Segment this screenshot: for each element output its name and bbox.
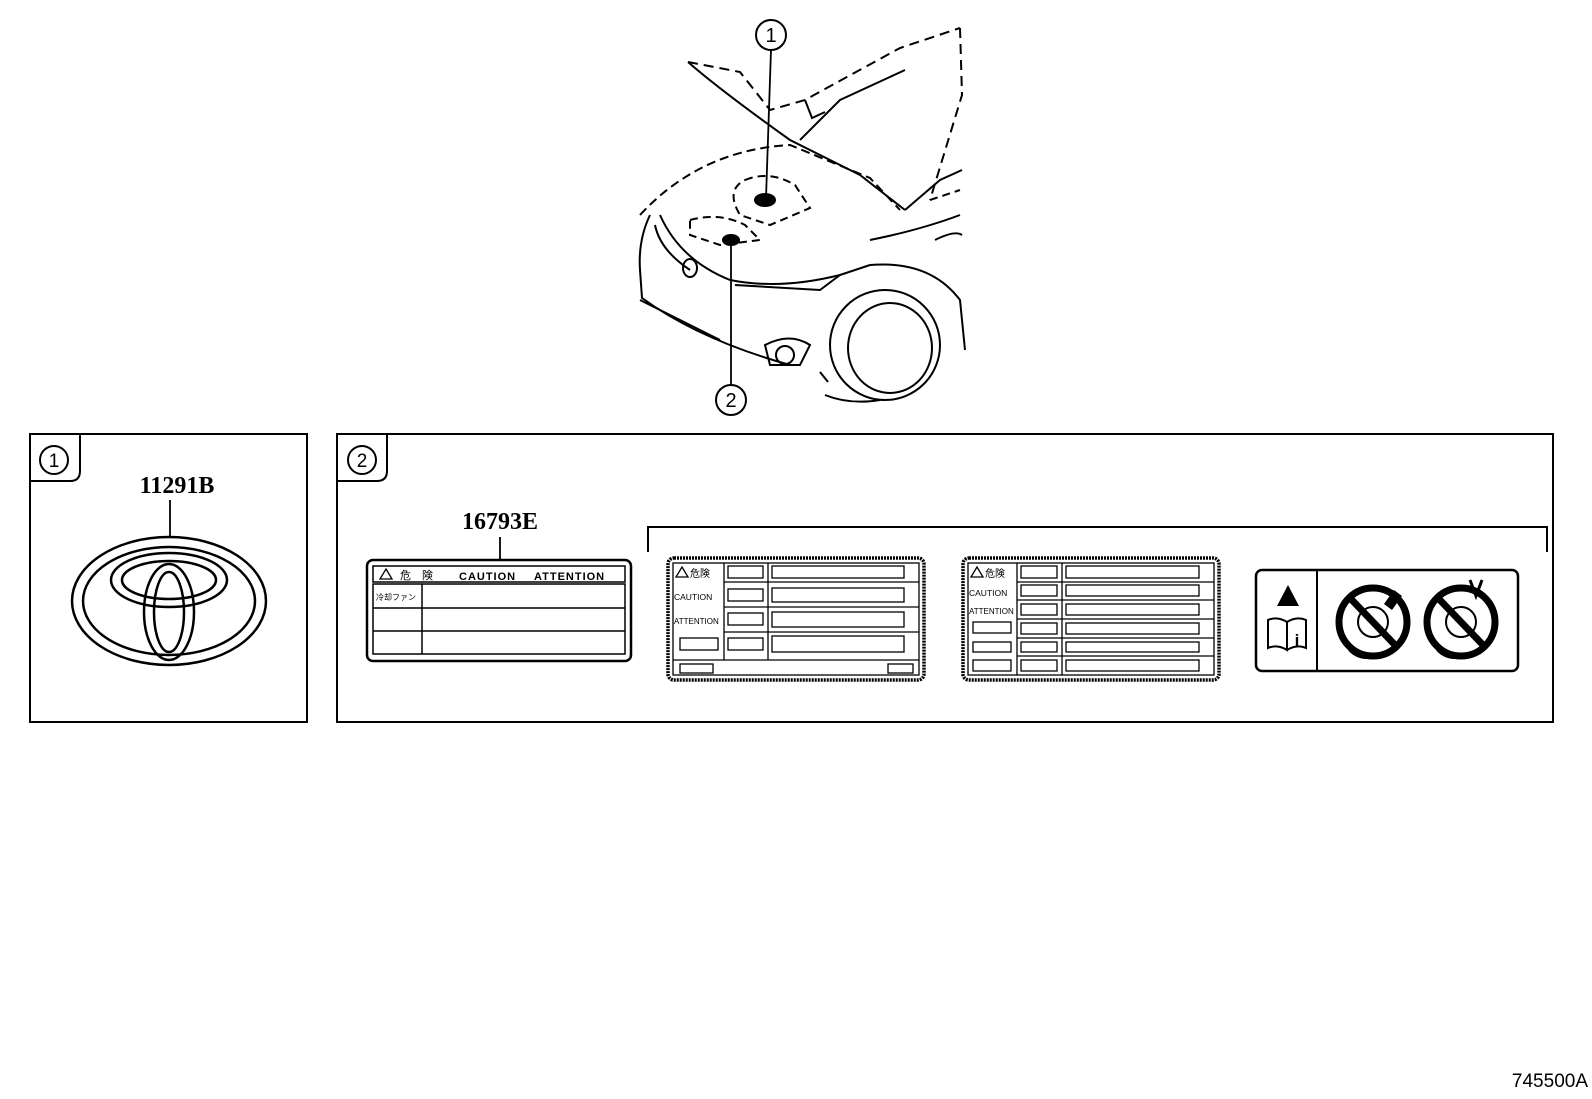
caution-label-3: 危険 CAUTION ATTENTION	[961, 556, 1221, 682]
label-1-danger: 危 険	[400, 569, 433, 582]
warning-triangle-icon	[378, 567, 394, 580]
label-1-fan: 冷却ファン	[376, 592, 416, 602]
no-hand-belt-icon	[1423, 579, 1499, 660]
callout-2-number: 2	[725, 390, 736, 412]
caution-label-1: 危 険 CAUTION ATTENTION 冷却ファン	[365, 558, 633, 663]
part-number-16793E: 16793E	[462, 509, 538, 535]
manual-book-icon	[1267, 617, 1307, 652]
box-2-tag: 2	[357, 451, 368, 472]
label-3-danger: 危険	[985, 568, 1005, 580]
callout-1-number: 1	[765, 25, 776, 47]
box-2-labels: 2 16793E	[336, 433, 1554, 723]
warning-triangle-icon	[969, 565, 985, 578]
caution-label-2: 危険 CAUTION ATTENTION	[666, 556, 926, 682]
label-3-caution: CAUTION	[969, 588, 1007, 598]
label-2-caution: CAUTION	[674, 592, 712, 602]
label-2-attention: ATTENTION	[674, 617, 719, 626]
emblem-icon	[70, 535, 268, 667]
car-front-illustration	[638, 27, 966, 403]
warning-triangle-icon	[1277, 585, 1299, 606]
box-1-emblem: 1 11291B	[29, 433, 308, 723]
label-1-attention: ATTENTION	[534, 571, 605, 583]
warning-triangle-icon	[674, 565, 690, 578]
part-number-11291B: 11291B	[140, 473, 215, 499]
label-2-danger: 危険	[690, 568, 710, 580]
no-hand-fan-icon	[1335, 584, 1411, 660]
callout-1: 1	[755, 19, 787, 199]
diagram-code: 745500A	[1512, 1071, 1588, 1092]
manual-info-icon: i	[1295, 631, 1300, 650]
box-1-tag: 1	[49, 451, 60, 472]
pictogram-label-4: i	[1254, 568, 1520, 673]
callout-2: 2	[715, 243, 747, 416]
label-3-attention: ATTENTION	[969, 607, 1014, 616]
label-1-caution: CAUTION	[459, 571, 516, 583]
